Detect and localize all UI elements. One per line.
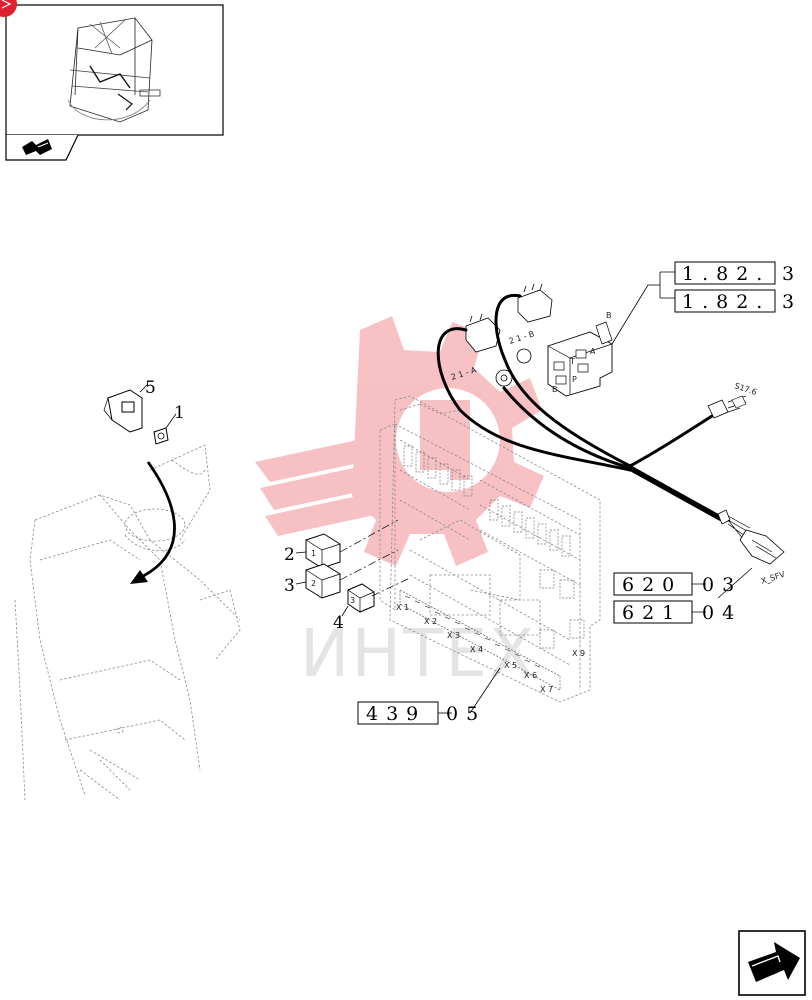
connector-strip	[399, 589, 561, 691]
watermark-logo	[255, 316, 544, 566]
port-a-label: A	[590, 347, 596, 356]
callout-3[interactable]: 3	[284, 576, 295, 596]
arrow-forward-icon	[748, 942, 800, 982]
direction-arrow	[130, 461, 176, 584]
fuse-box-outline	[379, 395, 601, 703]
ref-box-620-suffix: 03	[702, 574, 742, 596]
port-p-label: P	[572, 375, 577, 384]
corner-badge	[0, 0, 17, 17]
cab-interior-outline	[14, 444, 241, 801]
valve-block[interactable]: T A B P B	[547, 311, 613, 397]
xsfv-label: X_SFV	[760, 570, 787, 586]
wire-harness	[436, 293, 723, 521]
solenoid-coils[interactable]	[465, 283, 553, 387]
label-x7: X 7	[540, 685, 553, 694]
ref-box-1-82-a-suffix: 3 /	[782, 263, 812, 285]
label-x1: X 1	[396, 603, 409, 612]
ref-box-621[interactable]: 621 04	[613, 600, 742, 624]
thumbnail-panel[interactable]	[5, 4, 224, 161]
ref-box-439-suffix: 05	[446, 703, 486, 725]
callout-4[interactable]: 4	[333, 613, 344, 633]
ref-box-1-82-a-code: 1.82.	[682, 263, 770, 285]
label-x2: X 2	[424, 617, 437, 626]
ref-box-439[interactable]: 439 05	[357, 701, 486, 725]
relay-2[interactable]: 1	[305, 533, 341, 569]
relay-insertion-lines	[339, 519, 411, 597]
watermark-text: ИНТЕХ	[300, 615, 536, 692]
ref-box-620-code: 620	[622, 574, 682, 596]
xsfv-connector[interactable]	[717, 509, 785, 565]
relay-3[interactable]: 2	[305, 563, 341, 599]
label-x9: X 9	[572, 649, 585, 658]
label-x3: X 3	[447, 631, 460, 640]
label-x4: X 4	[470, 645, 483, 654]
ref-box-621-code: 621	[622, 602, 682, 624]
port-t-label: T	[569, 357, 575, 366]
relay-4-pin-label: 3	[350, 596, 355, 605]
valve-b-label: 2 1 - B	[508, 329, 536, 346]
s17-label: S17.6	[733, 381, 758, 397]
ref-box-439-code: 439	[366, 703, 426, 725]
ref-box-1-82-b-suffix: 3 /	[782, 291, 812, 313]
callout-5[interactable]: 5	[145, 378, 156, 398]
relay-3-pin-label: 2	[311, 579, 316, 588]
callout-1[interactable]: 1	[174, 403, 185, 423]
label-x6: X 6	[524, 671, 537, 680]
fuse-slots	[403, 445, 585, 649]
connector-x-labels: X 1 X 2 X 3 X 4 X 5 X 6 X 7 X 9	[396, 603, 585, 694]
ref-box-621-suffix: 04	[702, 602, 742, 624]
ref-box-1-82-b-code: 1.82.	[682, 291, 770, 313]
next-page-button[interactable]	[738, 930, 806, 996]
part-1-switch[interactable]	[153, 427, 169, 445]
port-b-label: B	[552, 385, 558, 394]
leader-lines	[139, 271, 753, 714]
arrow-forward-icon[interactable]	[22, 139, 52, 155]
part-5-bracket[interactable]	[103, 389, 143, 433]
relay-2-pin-label: 1	[311, 549, 316, 558]
valve-top-b-label: B	[606, 311, 612, 320]
ref-box-620[interactable]: 620 03	[613, 572, 742, 596]
thumbnail-cab-drawing	[67, 17, 161, 123]
ref-box-1-82-a[interactable]: 1.82. 3 /	[674, 261, 812, 285]
label-x5: X 5	[504, 661, 517, 670]
relay-4[interactable]: 3	[347, 583, 375, 613]
ref-box-1-82-b[interactable]: 1.82. 3 /	[674, 289, 812, 313]
callout-2[interactable]: 2	[284, 545, 295, 565]
s17-connector[interactable]	[707, 395, 747, 419]
